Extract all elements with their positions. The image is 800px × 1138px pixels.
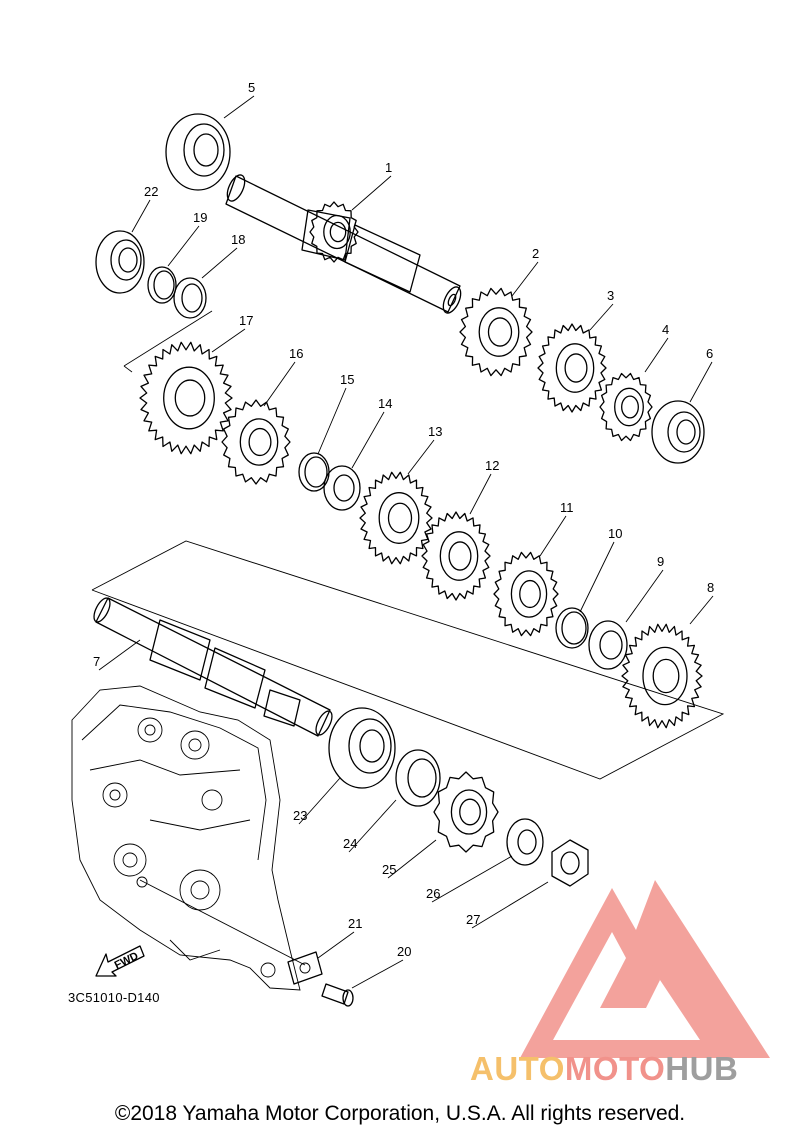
group-frame-upper [123, 310, 213, 373]
part-label-8[interactable]: 8 [707, 580, 714, 595]
watermark-hub: HUB [665, 1050, 739, 1087]
gear-3-icon [537, 323, 607, 413]
main-axle [225, 174, 462, 314]
callout-part-11[interactable]: 11 [539, 500, 574, 557]
gear-8-icon [621, 623, 703, 729]
callout-part-25[interactable]: 25 [382, 839, 437, 879]
part-label-24[interactable]: 24 [343, 836, 357, 851]
bearing-22-icon [95, 230, 145, 294]
drive-axle [93, 597, 333, 737]
oil-seal-24-icon [395, 749, 441, 807]
callout-part-19[interactable]: 19 [167, 210, 207, 267]
callout-part-18[interactable]: 18 [201, 232, 245, 279]
callout-part-6[interactable]: 6 [689, 346, 713, 403]
callout-part-20[interactable]: 20 [351, 944, 411, 989]
gear-16-icon [221, 399, 291, 485]
washer-14-icon [323, 465, 361, 511]
part-label-10[interactable]: 10 [608, 526, 622, 541]
part-label-23[interactable]: 23 [293, 808, 307, 823]
part-label-27[interactable]: 27 [466, 912, 480, 927]
callout-part-4[interactable]: 4 [644, 322, 669, 373]
callout-part-26[interactable]: 26 [426, 855, 513, 903]
callout-part-14[interactable]: 14 [351, 396, 392, 469]
part-label-9[interactable]: 9 [657, 554, 664, 569]
callout-part-23[interactable]: 23 [293, 777, 341, 825]
part-label-19[interactable]: 19 [193, 210, 207, 225]
part-label-11[interactable]: 11 [560, 500, 574, 515]
part-label-17[interactable]: 17 [239, 313, 253, 328]
callout-part-13[interactable]: 13 [407, 424, 442, 475]
group-frame-lower [91, 540, 725, 780]
part-label-21[interactable]: 21 [348, 916, 362, 931]
gear-13-icon [359, 471, 433, 565]
callout-part-16[interactable]: 16 [263, 346, 303, 407]
gear-12-icon [421, 511, 491, 601]
fwd-label: FWD [113, 950, 141, 972]
lock-washer-26-icon [506, 818, 544, 866]
callout-part-1[interactable]: 1 [351, 160, 392, 211]
part-label-22[interactable]: 22 [144, 184, 158, 199]
callout-part-5[interactable]: 5 [223, 80, 255, 119]
gear-17-icon [139, 341, 233, 455]
watermark-text: AUTOMOTOHUB [470, 1052, 738, 1085]
part-label-18[interactable]: 18 [231, 232, 245, 247]
callout-part-3[interactable]: 3 [589, 288, 614, 331]
part-label-1[interactable]: 1 [385, 160, 392, 175]
nut-27-icon [551, 839, 589, 887]
callout-part-7[interactable]: 7 [93, 639, 141, 671]
watermark-moto: MOTO [564, 1050, 666, 1087]
gears-group [139, 201, 703, 853]
bolt-20-icon [321, 983, 354, 1007]
callout-part-17[interactable]: 17 [211, 313, 253, 353]
callout-part-9[interactable]: 9 [625, 554, 664, 623]
washer-9-icon [588, 620, 628, 670]
part-label-26[interactable]: 26 [426, 886, 440, 901]
bearing-23-icon [328, 707, 396, 789]
plate-21-icon [287, 951, 323, 985]
callout-part-2[interactable]: 2 [511, 246, 539, 297]
callouts-group: 1234567891011121314151617181920212223242… [93, 80, 714, 989]
part-label-14[interactable]: 14 [378, 396, 392, 411]
callout-part-24[interactable]: 24 [343, 799, 397, 853]
diagram-code: 3C51010-D140 [68, 990, 160, 1005]
washer-18-icon [173, 277, 207, 319]
circlip-10-icon [555, 607, 589, 649]
callout-part-10[interactable]: 10 [579, 526, 622, 613]
part-label-7[interactable]: 7 [93, 654, 100, 669]
fwd-arrow-icon: FWD [92, 940, 148, 985]
part-label-2[interactable]: 2 [532, 246, 539, 261]
part-label-6[interactable]: 6 [706, 346, 713, 361]
part-label-16[interactable]: 16 [289, 346, 303, 361]
gear-2-icon [459, 287, 533, 377]
part-label-4[interactable]: 4 [662, 322, 669, 337]
part-label-20[interactable]: 20 [397, 944, 411, 959]
part-label-15[interactable]: 15 [340, 372, 354, 387]
callout-part-12[interactable]: 12 [469, 458, 499, 515]
gear-1-pinion-icon [309, 201, 359, 263]
circlip-19-icon [147, 266, 177, 304]
copyright-notice: ©2018 Yamaha Motor Corporation, U.S.A. A… [114, 1102, 686, 1125]
gear-11-icon [493, 551, 559, 637]
guide-line-21 [139, 879, 306, 966]
callout-part-22[interactable]: 22 [131, 184, 158, 233]
watermark-auto: AUTO [470, 1050, 565, 1087]
sprocket-25-icon [433, 771, 499, 853]
callout-part-21[interactable]: 21 [317, 916, 362, 959]
callout-part-8[interactable]: 8 [689, 580, 714, 625]
part-label-3[interactable]: 3 [607, 288, 614, 303]
crankcase-outline [71, 685, 301, 991]
watermark-logo-icon [520, 880, 770, 1058]
part-label-5[interactable]: 5 [248, 80, 255, 95]
callout-part-15[interactable]: 15 [317, 372, 354, 455]
bearing-6-icon [651, 400, 705, 464]
bearing-5-icon [165, 113, 231, 191]
gear-4-icon [599, 372, 653, 442]
part-label-25[interactable]: 25 [382, 862, 396, 877]
part-label-12[interactable]: 12 [485, 458, 499, 473]
callout-part-27[interactable]: 27 [466, 881, 549, 929]
part-label-13[interactable]: 13 [428, 424, 442, 439]
